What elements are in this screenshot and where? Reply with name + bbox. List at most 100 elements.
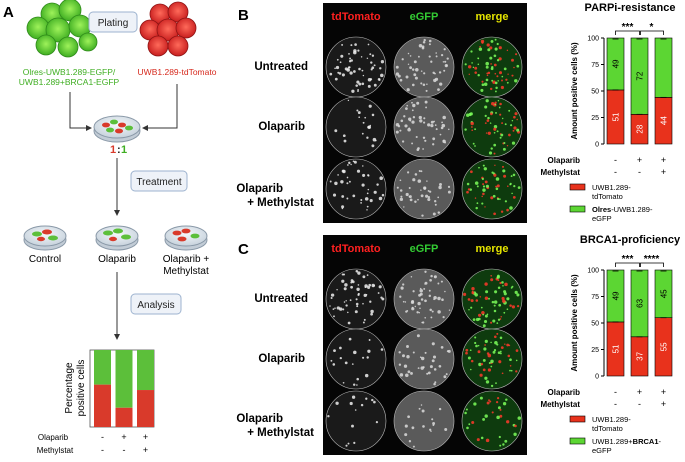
cell-dot [354,409,357,411]
cell-dot [358,67,361,71]
cell-dot [341,43,344,46]
cell-dot [352,194,356,198]
cell-dot [362,165,364,167]
cell-dot [493,124,498,129]
cell-dot [490,278,494,282]
cell-dot [339,346,342,350]
cell-dot [491,102,495,106]
cell-dot [340,180,344,184]
legend-label-line1: UWB1.289- [592,415,631,424]
cell-dot [493,143,497,147]
cell-dot [376,183,379,186]
cell-dot [399,189,403,192]
cell-dot [402,354,405,358]
cell-dot [415,68,419,72]
dish-label-olaparib-methylstat-1: Olaparib + [163,254,210,265]
cell-dot [347,311,349,314]
cell-dot [411,109,414,112]
y-tick-label: 75 [591,294,599,301]
cell-dot [499,336,503,340]
cell-dot [493,349,497,352]
cell-dot [429,308,432,312]
cell-dot [338,72,342,75]
cell-dot [430,316,433,319]
cell-dot [357,292,360,295]
cell-dot [407,171,410,174]
cell-dot [435,128,438,131]
cell-dot [349,71,353,75]
cell-dot [429,278,432,282]
cell-dot [493,63,497,67]
cell-dot [402,283,405,286]
cell-dot [409,198,413,202]
cell-dot [498,106,501,109]
cell-dot [422,40,426,44]
cell-dot [474,128,477,131]
cell-dot [407,128,411,132]
cell-dot [419,119,423,123]
cell-dot [497,100,500,102]
cell-dot [340,54,344,58]
cell-dot [427,196,431,199]
cell-dot [484,314,488,318]
cell-dot [472,318,476,321]
cell-dot [367,349,371,353]
cell-dot [484,105,488,109]
cell-dot [472,142,475,145]
cell-dot [431,418,434,421]
cell-dot [478,313,482,317]
cell-dot [493,54,497,58]
cell-dot [468,309,470,311]
cell-dot [364,373,369,378]
cell-dot [408,440,412,443]
schematic-methylstat-mark: - [101,445,104,455]
channel-header-tdtomato: tdTomato [331,243,381,255]
cell-dot [330,296,333,300]
micrograph-field [393,268,455,330]
cell-dot [445,373,448,376]
bar-value-label: 45 [660,289,669,298]
cell-dot [366,136,369,139]
cell-dot [425,194,429,198]
schematic-olaparib-mark: - [101,432,104,442]
treatment-label: Treatment [136,177,181,188]
legend-swatch [569,415,586,423]
row-label-b-olaparib-methylstat-1: Olaparib [236,183,283,195]
cell-dot [510,369,513,372]
arrow-head-icon [114,334,120,340]
cell-dot [343,287,347,291]
cell-dot [339,356,342,360]
cell-dot [476,438,480,442]
schematic-olaparib-mark: + [143,432,148,442]
cell-dot [509,304,512,307]
cell-dot [498,71,503,75]
cell-dot [467,298,471,301]
cell-dot [360,56,363,58]
cell-dot [501,372,504,375]
cell-dot [399,295,402,298]
methylstat-mark: + [661,167,666,177]
cell-dot [365,397,368,400]
cell-dot [463,292,467,296]
cell-dot [493,173,497,177]
arrow-head-icon [114,210,120,216]
cell-dot [471,291,475,295]
cell-dot [464,63,467,66]
cell-dot [517,186,521,189]
schematic-marks: -++--+ [101,432,148,455]
cell-dot [492,350,496,354]
cell-dot [424,299,427,303]
cell-dot [482,185,486,188]
ratio-sep: : [117,144,121,156]
cell-dot [495,86,498,90]
cell-dot [490,359,494,364]
cell-dot [346,182,349,185]
cell-dot [510,175,513,178]
cell-dot [447,190,451,194]
legend-swatch [569,437,586,445]
dish-olaparib-icon [95,225,139,251]
cell-dot [345,444,348,447]
